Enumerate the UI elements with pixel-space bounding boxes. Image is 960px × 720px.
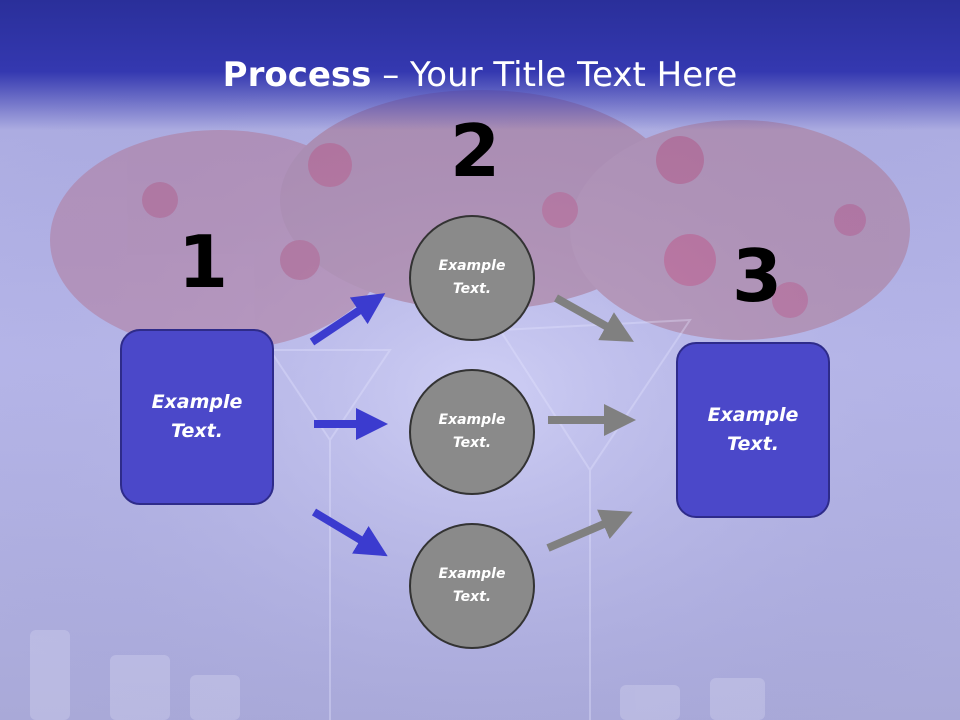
step-number-2: 2 [450, 109, 501, 193]
left-box: Example Text. [120, 329, 274, 505]
step-number-3: 3 [732, 234, 783, 318]
right-box-label: Example Text. [707, 404, 799, 455]
circle-middle: Example Text. [409, 369, 535, 495]
header-band [0, 0, 960, 130]
arrow-bottom-to-right [546, 509, 633, 552]
arrow-left-to-bottom [311, 508, 388, 557]
title-rest: Your Title Text Here [410, 55, 738, 95]
step-number-1: 1 [178, 220, 229, 304]
circle-top: Example Text. [409, 215, 535, 341]
arrow-left-to-top [309, 293, 386, 346]
title-dash: – [371, 55, 411, 95]
circle-middle-label: Example Text. [438, 412, 506, 451]
arrow-top-to-right [554, 294, 634, 342]
circle-bottom: Example Text. [409, 523, 535, 649]
circle-bottom-label: Example Text. [438, 566, 506, 605]
title-bold: Process [222, 55, 372, 95]
circle-top-label: Example Text. [438, 258, 506, 297]
left-box-label: Example Text. [151, 391, 243, 442]
page-title: Process – Your Title Text Here [0, 52, 960, 98]
right-box: Example Text. [676, 342, 830, 518]
